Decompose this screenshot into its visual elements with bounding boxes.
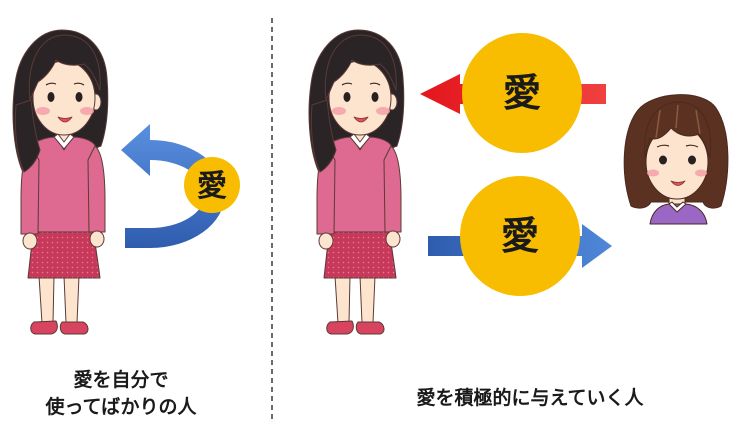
self-love-circle [184,157,240,213]
left-caption-line-2: 使ってばかりの人 [44,396,197,418]
other-person [623,94,729,225]
right-eye [688,155,696,165]
left-eyebrow [656,144,670,148]
left-blush [647,169,659,177]
front-hair-lock [14,99,41,173]
incoming-love-label: 愛 [503,71,541,115]
left-caption-line-1: 愛を自分で [73,368,168,391]
left-blush [36,107,50,115]
right-shoe [59,321,89,335]
left-eye [47,92,55,102]
left-panel: 愛 愛を自分で 使ってばかりの人 [12,29,240,418]
left-shoe [30,320,58,335]
self-love-label: 愛 [197,169,227,204]
right-panel: 愛 愛 愛を積極的に与えていく人 [308,29,729,409]
left-eye [659,155,667,165]
right-leg [63,275,80,324]
shirt-collar [668,201,687,213]
right-eye [75,92,83,102]
sweater [31,136,96,233]
mouth [57,116,73,123]
outgoing-love-label: 愛 [501,214,539,258]
self-love-arrow [121,124,225,248]
incoming-love-circle [462,33,582,153]
right-eyebrow [73,82,85,86]
right-blush [80,107,94,115]
hair-highlights [655,104,701,139]
right-blush [695,169,707,177]
self-focused-woman [12,29,109,335]
right-eyebrow [685,144,699,148]
left-eyebrow [45,82,57,86]
right-hand [89,230,105,248]
bangs [28,34,101,101]
bangs [644,101,712,159]
mouth [670,180,686,186]
left-hand [22,232,38,250]
outgoing-love-circle [460,176,580,296]
right-caption: 愛を積極的に与えていく人 [416,386,644,409]
left-leg [38,275,55,324]
